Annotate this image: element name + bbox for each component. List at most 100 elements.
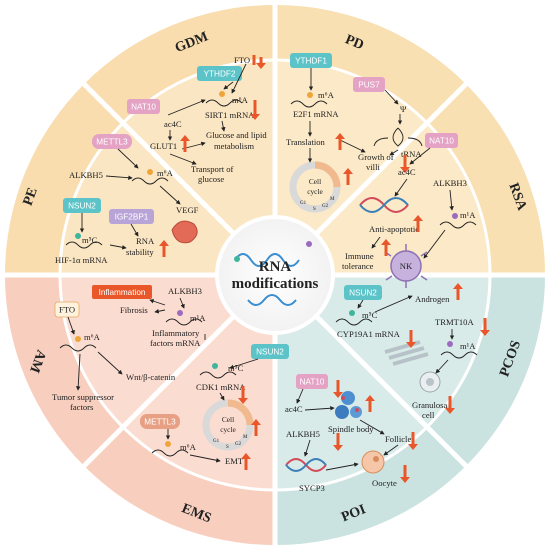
follicle-down-arrow-icon [408,444,418,450]
psi-label: Ψ [400,104,407,114]
fibrosis-label: Fibrosis [120,305,148,315]
m1a-dot-icon [452,213,458,219]
poi-nat10-label: NAT10 [300,378,325,387]
pe-alkbh5-label: ALKBH5 [69,170,103,180]
poi-nat10-down-arrow-icon [333,392,343,398]
emt-label: EMT [225,456,244,466]
am-panel: Inflammation ALKBH3 FTO Fibrosis m¹A Inf… [52,285,206,412]
ems-m6a-label: m⁶A [180,442,197,452]
oocyte-label: Oocyte [372,478,397,488]
segment-label-pd: PD [343,32,366,53]
tumor-label-1: Tumor suppressor [52,392,114,402]
rsa-m1a-label: m¹A [460,210,476,220]
pcos-nsun2-pill [344,285,382,300]
ems-panel: NSUN2 m⁵C CDK1 mRNA METTL3 m⁶A EMT Cell … [140,344,289,470]
granulosa-label-2: cell [422,410,435,420]
anti-apoptotic-up-arrow-icon [413,215,423,221]
glut1-label: GLUT1 [150,141,177,151]
am-m1a-label: m¹A [190,313,206,323]
fto-label: FTO [234,55,250,65]
inflammation-label: Inflammation [99,288,146,297]
rsa-panel: NAT10 ac4C ALKBH3 Anti-apoptotic Immune … [342,133,477,288]
ems-mettl3-label: METTL3 [144,418,176,427]
pd-cell-cycle-up-arrow-icon [343,168,353,174]
m6a-dot-icon [147,169,153,175]
cyp-label: CYP19A1 mRNA [337,329,401,339]
igf2bp1-label: IGF2BP1 [115,213,149,222]
cell-cycle-ring-icon: Cell cycle G1 S G2 M [202,399,254,451]
poi-alkbh5-label: ALKBH5 [286,429,320,439]
igf2bp1-pill [109,209,154,224]
fto-pill [54,301,80,318]
rna-stability-label-2: stability [126,247,154,257]
pe-m5c-label: m⁵C [82,235,98,245]
pe-m6a-label: m⁶A [157,168,174,178]
transport-label-2: glucose [198,174,224,184]
center-title-line-2: modifications [232,276,319,292]
emt-up-arrow-icon [241,453,251,459]
gdm-m6a-label: m⁶A [232,95,249,105]
inflammation-pill [92,285,152,299]
mrna-wave-icon [165,318,203,326]
cell-cycle-ring-icon: Cell cycle G1 S G2 M [289,161,341,213]
trna-label: tRNA [401,149,422,159]
mrna-wave-icon [439,221,477,229]
rsa-ac4c-label: ac4C [398,167,416,177]
pus7-label: PUS7 [358,81,380,90]
alkbh5-down-arrow-icon [333,445,343,451]
ems-mettl3-pill [140,414,180,429]
immune-label-1: Immune [345,251,374,261]
mrna-wave-icon [59,344,97,352]
m1a-dot-icon [177,310,183,316]
trmt10a-label: TRMT10A [435,317,474,327]
inflam-factors-label-2: factors mRNA [150,338,201,348]
segment-label-pe: PE [21,186,41,208]
granulosa-down-arrow-icon [445,408,455,414]
ems-cell-label-2: cycle [220,425,236,434]
spindle-up-arrow-icon [365,395,375,401]
pd-cell-label-2: cycle [307,187,323,196]
pe-nsun2-label: NSUN2 [68,202,96,211]
m5c-dot-icon [349,310,355,316]
pd-g1-label: G1 [300,201,307,206]
nk-label: NK [400,261,413,271]
inflam-factors-label-1: Inflammatory [152,328,200,338]
spindle-body-label: Spindle body [328,424,374,434]
dna-helix-icon [285,458,327,472]
mrna-wave-icon [65,241,103,249]
poi-nat10-pill [296,374,328,389]
ems-g1-label: G1 [213,439,220,444]
sirt1-label: SIRT1 mRNA [205,110,255,120]
androgen-label: Androgen [415,294,450,304]
dna-helix-icon [359,197,409,213]
center-hub: RNA modifications [215,215,335,335]
wnt-label: Wnt/β-catenin [126,372,176,382]
cyp-down-arrow-icon [406,342,416,348]
m5c-dot-icon [212,363,218,369]
m6a-dot-icon [307,92,313,98]
spindle-body-icon [335,391,362,419]
poi-ac4c-label: ac4C [285,404,303,414]
rsa-alkbh3-label: ALKBH3 [433,178,467,188]
granulosa-label-1: Granulosa [412,400,448,410]
pcos-nsun2-label: NSUN2 [349,289,377,298]
oocyte-icon [361,450,385,474]
pcos-m5c-label: m⁵C [362,310,378,320]
nat10-label: NAT10 [131,103,156,112]
am-alkbh3-label: ALKBH3 [168,286,202,296]
m5c-dot-icon [75,233,81,239]
ems-cell-label-1: Cell [222,415,234,424]
m5c-dot-icon [234,256,240,262]
rsa-nat10-pill [425,133,458,148]
follicle-label: Follicle [385,434,411,444]
e2f1-label: E2F1 mRNA [293,109,339,119]
rna-stability-up-arrow-icon [159,240,169,246]
m6a-dot-icon [75,336,81,342]
cdk1-label: CDK1 mRNA [196,382,246,392]
pd-cell-label-1: Cell [309,177,321,186]
nk-cell-icon: NK [384,244,428,288]
rna-strand-icon [234,253,300,267]
placenta-icon [171,220,198,244]
mrna-wave-icon [290,100,328,108]
